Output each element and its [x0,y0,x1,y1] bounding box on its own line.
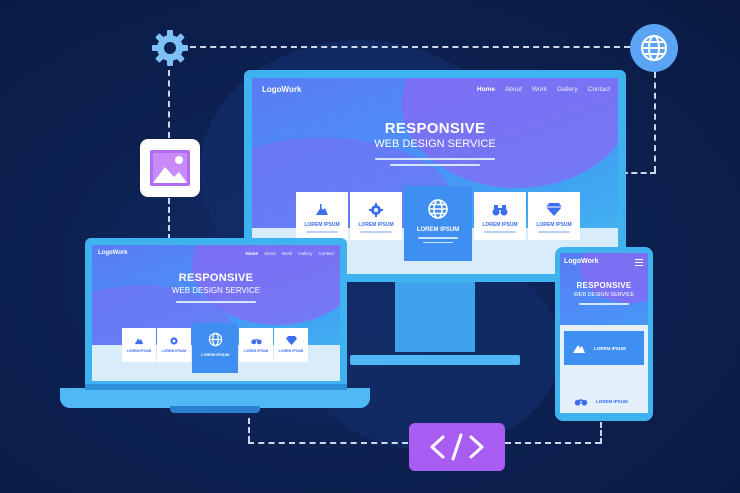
service-card[interactable]: LOREM IPSUM [350,192,402,240]
connector-line [168,70,170,138]
card-text-line [306,231,338,233]
nav-about[interactable]: About [264,251,276,256]
card-label: LOREM IPSUM [536,222,572,228]
service-card[interactable]: LOREM IPSUM [274,328,308,362]
service-card[interactable]: LOREM IPSUM [239,328,273,362]
card-label: LOREM IPSUM [278,349,304,353]
globe-icon [630,24,678,72]
hero-text-line [390,164,480,166]
connector-line [168,198,170,240]
mountain-icon [316,204,328,215]
connector-line [190,46,630,48]
card-label: LOREM IPSUM [304,222,340,228]
laptop-screen: LogoWork Home About Work Gallery Contact… [92,245,340,381]
nav-gallery[interactable]: Gallery [298,251,313,256]
mountain-icon [134,338,144,345]
phone-card[interactable]: LOREM IPSUM [564,391,644,411]
hero-text-line [375,158,495,160]
globe-icon [208,332,222,347]
globe-icon [428,199,448,219]
card-label: LOREM IPSUM [596,398,628,404]
service-card[interactable]: LOREM IPSUM [474,192,526,240]
gear-icon [369,203,383,217]
connector-line [622,172,656,174]
card-text-line [360,231,392,233]
card-label: LOREM IPSUM [161,349,187,353]
hero-subtitle: WEB DESIGN SERVICE [171,286,261,295]
card-label: LOREM IPSUM [482,222,518,228]
service-card[interactable]: LOREM IPSUM [122,328,156,362]
nav-gallery[interactable]: Gallery [557,86,578,93]
connector-line [654,72,656,172]
hero-text-line [176,301,256,303]
hero-text-line [579,303,629,305]
menu-icon[interactable] [635,259,643,266]
binoculars-icon [250,339,262,345]
connector-line [248,418,250,442]
card-text-line [418,237,458,239]
card-text-line [484,231,516,233]
nav-work[interactable]: Work [531,86,547,93]
monitor-neck [395,282,475,352]
hero-title: RESPONSIVE [178,272,254,284]
smartphone: LogoWork RESPONSIVE WEB DESIGN SERVICE L… [555,247,653,421]
phone-screen: LogoWork RESPONSIVE WEB DESIGN SERVICE L… [560,253,648,413]
laptop-hinge [85,384,347,390]
connector-line [600,422,602,444]
gear-icon [150,28,190,68]
card-label: LOREM IPSUM [416,227,460,233]
laptop-cards: LOREM IPSUM LOREM IPSUM LOREM IPSUM LORE… [122,323,308,373]
laptop: LogoWork Home About Work Gallery Contact… [60,238,370,424]
nav-contact[interactable]: Contact [318,251,334,256]
code-icon [409,423,505,471]
diamond-icon [285,336,297,345]
nav-home[interactable]: Home [245,251,259,256]
card-text-line [538,231,570,233]
hero-subtitle: WEB DESIGN SERVICE [573,292,635,298]
monitor-cards: LOREM IPSUM LOREM IPSUM LOREM IPSUM LORE… [296,186,580,261]
card-text-line [423,241,453,243]
laptop-touchpad-notch [170,406,260,413]
card-label: LOREM IPSUM [200,352,230,357]
nav-home[interactable]: Home [476,86,495,93]
card-label: LOREM IPSUM [243,349,269,353]
nav-contact[interactable]: Contact [587,86,610,93]
site-logo[interactable]: LogoWork [564,258,599,265]
site-logo[interactable]: LogoWork [262,85,302,94]
laptop-base [60,388,370,408]
card-label: LOREM IPSUM [126,349,152,353]
diamond-icon [546,203,562,216]
service-card[interactable]: LOREM IPSUM [528,192,580,240]
card-label: LOREM IPSUM [358,222,394,228]
service-card[interactable]: LOREM IPSUM [296,192,348,240]
binoculars-icon [492,205,508,216]
nav-work[interactable]: Work [281,251,293,256]
mountain-icon [573,345,585,353]
service-card-active[interactable]: LOREM IPSUM [404,186,472,261]
site-logo[interactable]: LogoWork [98,250,128,256]
card-label: LOREM IPSUM [594,345,626,351]
hero-title: RESPONSIVE [576,281,632,290]
gear-icon [170,337,178,345]
hero-title: RESPONSIVE [384,120,486,137]
service-card[interactable]: LOREM IPSUM [157,328,191,362]
monitor-base [350,355,520,365]
site-nav: Home About Work Gallery Contact [246,251,334,256]
phone-card-active[interactable]: LOREM IPSUM [564,331,644,365]
image-icon [140,139,200,197]
binoculars-icon [574,399,588,406]
connector-line [505,442,601,444]
hero-subtitle: WEB DESIGN SERVICE [374,138,496,150]
service-card-active[interactable]: LOREM IPSUM [192,323,238,373]
connector-line [248,442,408,444]
nav-about[interactable]: About [504,86,522,93]
site-nav: Home About Work Gallery Contact [477,86,610,93]
